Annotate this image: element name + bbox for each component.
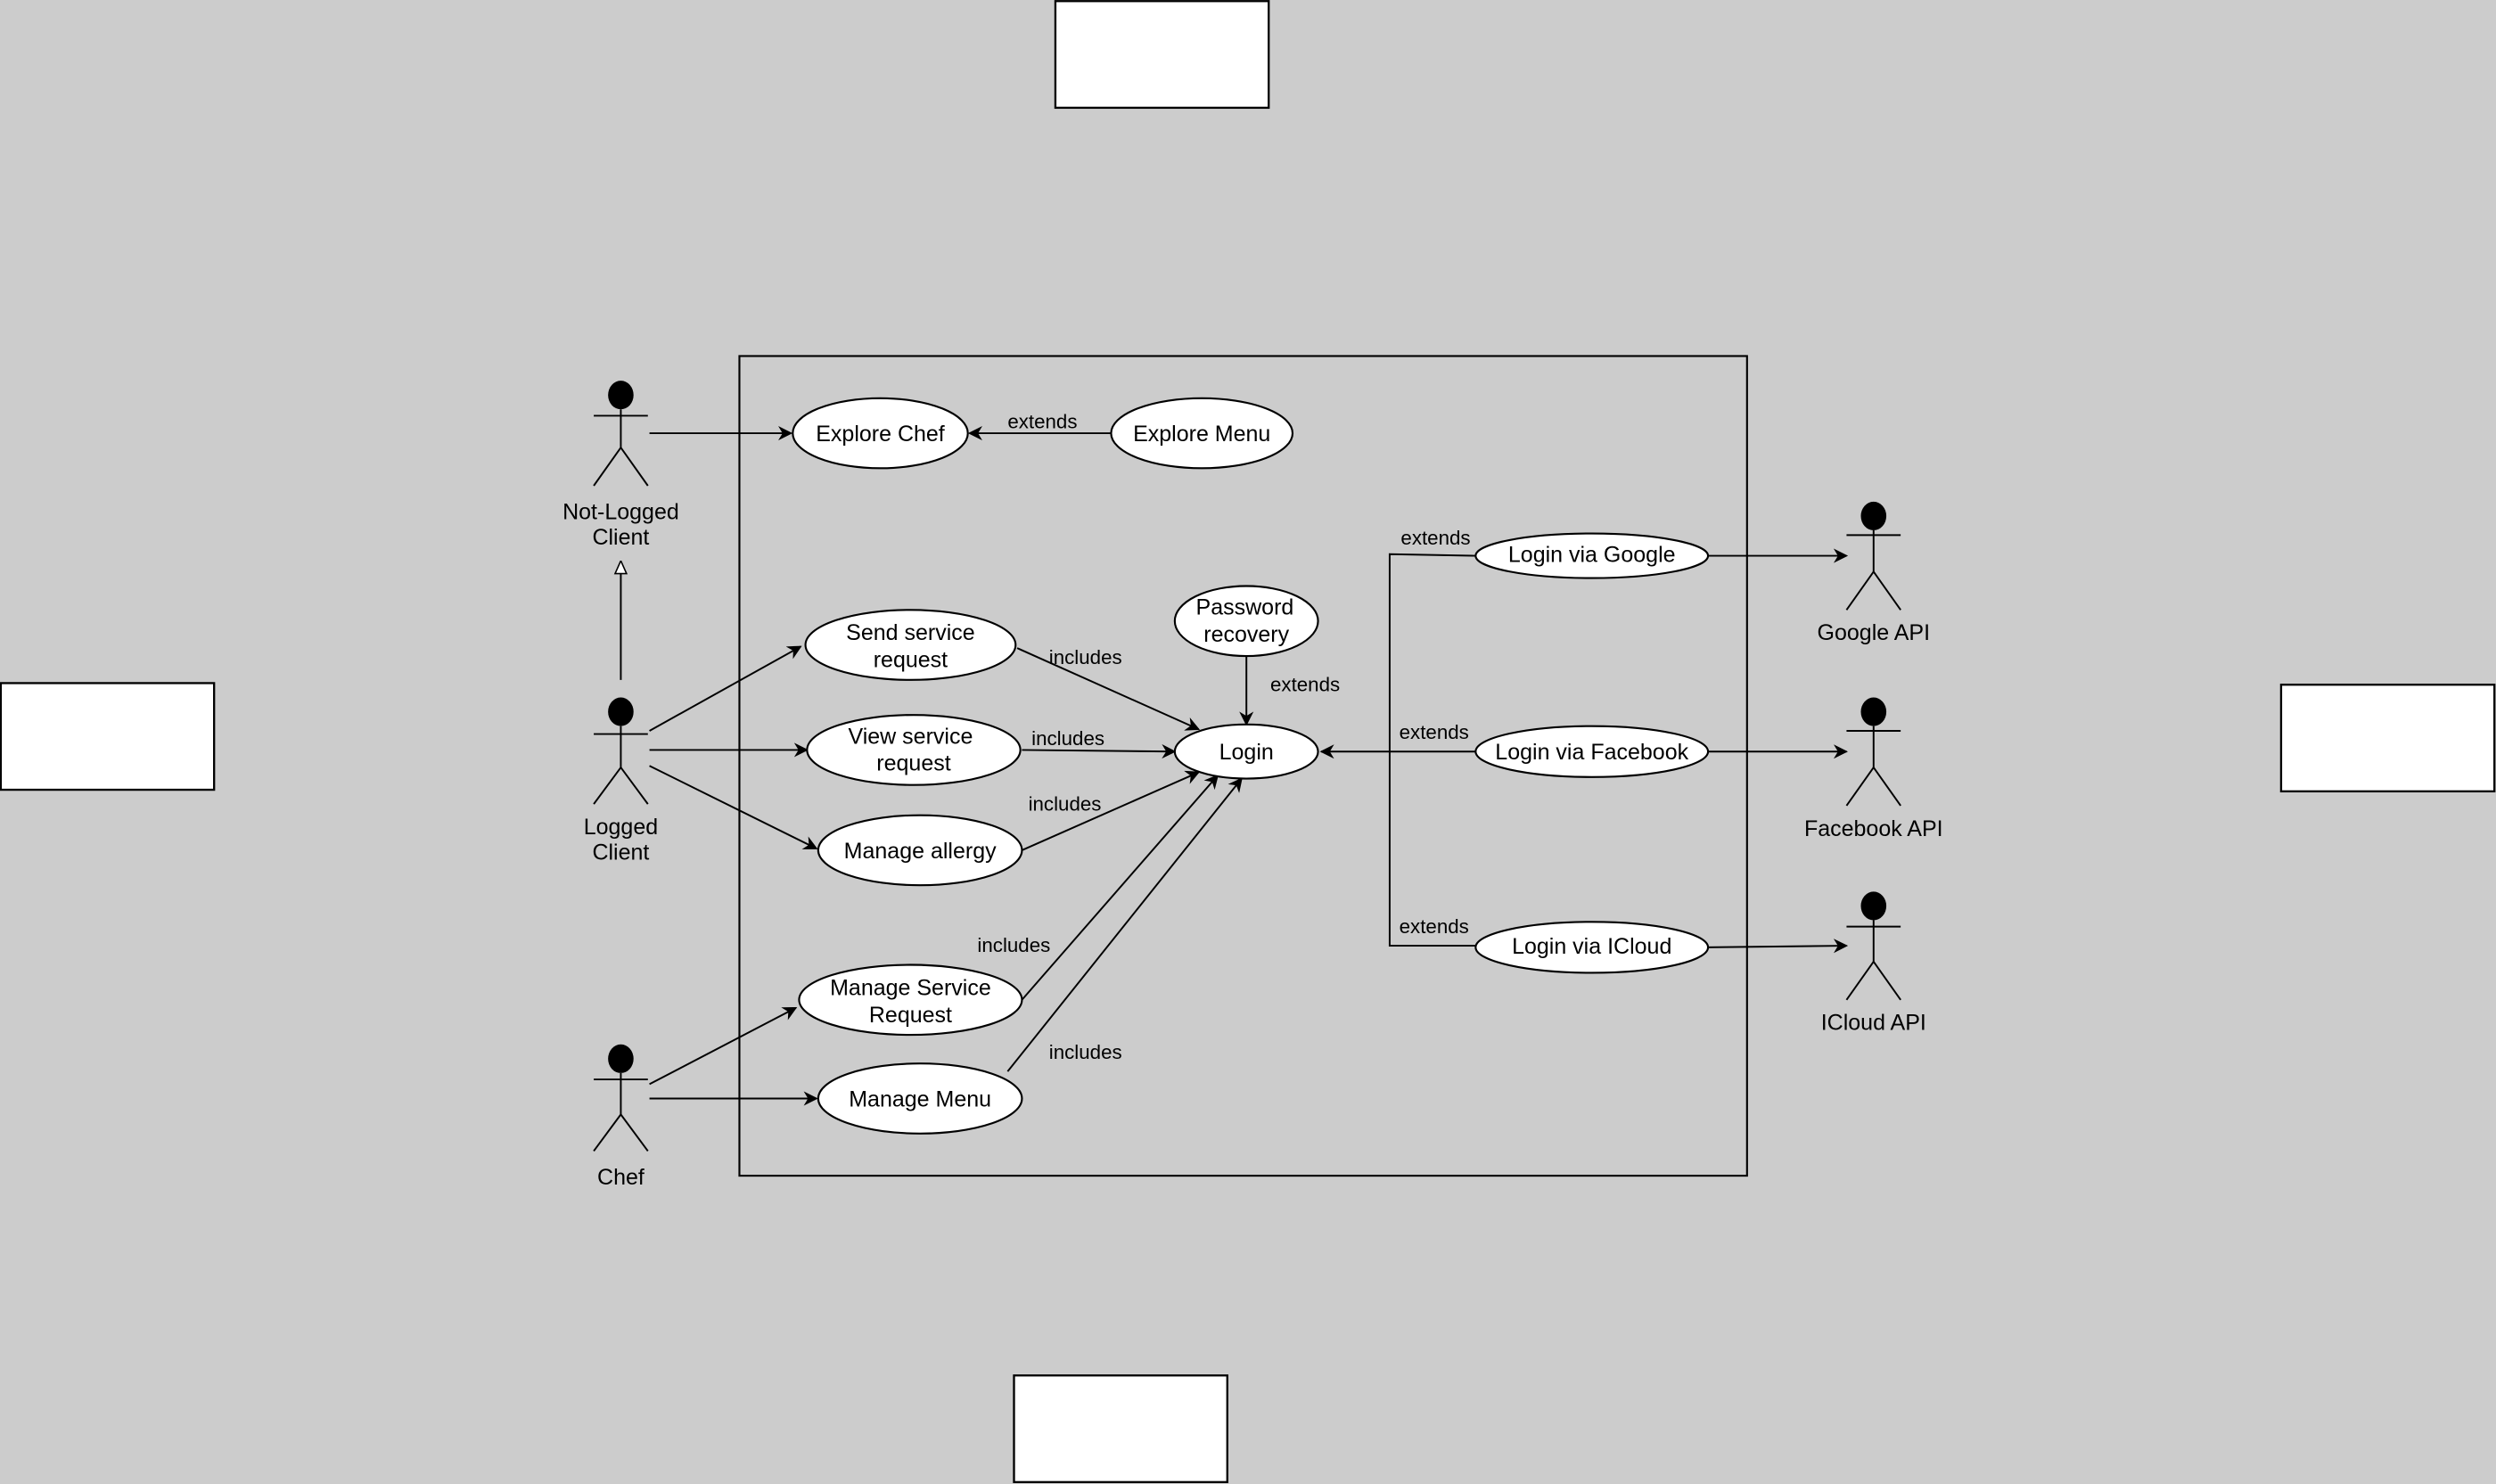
use-case-login-via-google[interactable]: Login via Google bbox=[1474, 532, 1710, 579]
use-case-label: Login bbox=[1219, 740, 1274, 765]
use-case-label: Request bbox=[869, 1003, 952, 1028]
use-case-label: recovery bbox=[1203, 622, 1289, 647]
edge-google-login bbox=[1388, 553, 1476, 752]
actor-label: Google API bbox=[1818, 620, 1930, 645]
label-includes-view: includes bbox=[1031, 727, 1104, 750]
use-case-label: Password bbox=[1196, 595, 1294, 620]
edge-chef-manageservice bbox=[649, 1006, 798, 1086]
edge-manageservice-login bbox=[1021, 774, 1219, 1001]
label-extends-password: extends bbox=[1270, 673, 1340, 695]
actor-label: Facebook API bbox=[1804, 816, 1943, 841]
actor-label: Not-Logged bbox=[562, 500, 679, 525]
use-case-password-recovery[interactable]: Password recovery bbox=[1173, 585, 1319, 658]
actor-icloud-api[interactable]: ICloud API bbox=[1821, 891, 1926, 1036]
use-case-label: Manage Service bbox=[830, 975, 991, 1000]
edge-icloud-login bbox=[1388, 751, 1476, 947]
actor-logged-client[interactable]: Logged Client bbox=[584, 697, 658, 865]
stick-figure-icon bbox=[1845, 501, 1901, 611]
edge-icloud-icloudapi bbox=[1706, 939, 1849, 954]
edge-labels: extends includes includes includes exten… bbox=[977, 411, 1470, 1063]
stick-figure-icon bbox=[593, 381, 649, 487]
use-case-label: Send service bbox=[846, 620, 975, 645]
use-case-view-service-request[interactable]: View service request bbox=[806, 714, 1022, 786]
use-case-label: request bbox=[874, 648, 948, 673]
stick-figure-icon bbox=[593, 1044, 649, 1152]
edge-logged-send bbox=[649, 645, 802, 732]
stick-figure-icon bbox=[1845, 697, 1901, 807]
edge-allergy-login bbox=[1022, 770, 1201, 851]
use-case-explore-chef[interactable]: Explore Chef bbox=[792, 397, 969, 470]
empty-box-right bbox=[2279, 684, 2496, 793]
edge-managemenu-login bbox=[1006, 777, 1243, 1072]
use-case-manage-menu[interactable]: Manage Menu bbox=[817, 1062, 1023, 1135]
label-includes-managemenu: includes bbox=[1049, 1041, 1122, 1063]
actor-label: Logged bbox=[584, 815, 658, 840]
use-case-label: request bbox=[876, 751, 950, 776]
use-case-send-service-request[interactable]: Send service request bbox=[804, 609, 1017, 681]
empty-box-left bbox=[0, 682, 216, 791]
use-case-explore-menu[interactable]: Explore Menu bbox=[1110, 397, 1294, 470]
stick-figure-icon bbox=[593, 697, 649, 805]
use-case-label: Explore Chef bbox=[816, 422, 945, 447]
actor-label: ICloud API bbox=[1821, 1011, 1926, 1036]
label-extends-icloud: extends bbox=[1400, 915, 1469, 938]
actor-label: Client bbox=[592, 525, 649, 550]
stick-figure-icon bbox=[1845, 891, 1901, 1001]
use-case-label: Login via Google bbox=[1508, 543, 1676, 568]
use-case-login-via-facebook[interactable]: Login via Facebook bbox=[1474, 725, 1710, 778]
label-includes-send: includes bbox=[1049, 646, 1122, 668]
actor-not-logged-client[interactable]: Not-Logged Client bbox=[562, 381, 679, 550]
edge-view-login bbox=[1022, 744, 1177, 759]
use-case-label: Login via Facebook bbox=[1495, 740, 1688, 765]
label-includes-allergy: includes bbox=[1029, 792, 1102, 815]
label-extends-facebook: extends bbox=[1400, 721, 1469, 743]
label-extends-explore: extends bbox=[1007, 411, 1077, 433]
actor-chef[interactable]: Chef bbox=[593, 1044, 649, 1190]
label-includes-manageservice: includes bbox=[977, 934, 1050, 956]
use-case-label: View service bbox=[848, 724, 973, 749]
empty-box-top bbox=[1054, 0, 1270, 110]
empty-box-bottom bbox=[1013, 1374, 1228, 1484]
use-case-label: Manage allergy bbox=[844, 839, 997, 864]
actor-facebook-api[interactable]: Facebook API bbox=[1804, 697, 1943, 841]
actor-label: Chef bbox=[597, 1165, 645, 1190]
edges bbox=[620, 426, 1849, 1106]
actor-label: Client bbox=[592, 840, 649, 865]
system-boundary bbox=[738, 355, 1748, 1177]
edge-send-login bbox=[1016, 647, 1201, 731]
use-case-label: Login via ICloud bbox=[1512, 934, 1671, 959]
actor-google-api[interactable]: Google API bbox=[1818, 501, 1930, 645]
use-case-login-via-icloud[interactable]: Login via ICloud bbox=[1474, 921, 1710, 974]
use-case-manage-service-request[interactable]: Manage Service Request bbox=[798, 963, 1023, 1037]
use-case-label: Explore Menu bbox=[1133, 422, 1270, 447]
use-case-login[interactable]: Login bbox=[1173, 723, 1319, 780]
edge-logged-allergy bbox=[649, 765, 818, 850]
label-extends-google: extends bbox=[1400, 527, 1470, 549]
use-case-label: Manage Menu bbox=[849, 1086, 991, 1111]
use-case-manage-allergy[interactable]: Manage allergy bbox=[817, 814, 1023, 887]
